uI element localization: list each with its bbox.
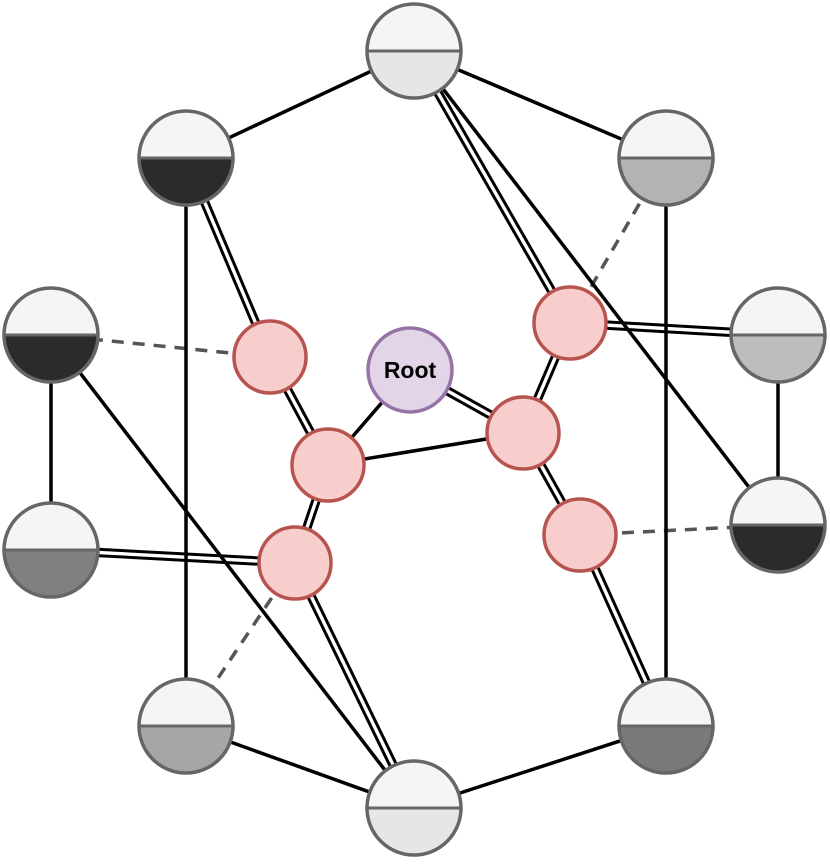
node-outline	[2, 286, 100, 384]
node-outline	[137, 109, 235, 207]
node-outline	[729, 476, 827, 574]
node-top-half	[139, 679, 233, 726]
node-bottom-half	[139, 158, 233, 205]
node-bottom-half	[731, 525, 825, 572]
node-outline	[729, 286, 827, 384]
node-top-half	[139, 111, 233, 158]
node-bottom-left[interactable]	[137, 677, 235, 775]
node-bottom-half	[619, 158, 713, 205]
node-i2[interactable]	[290, 427, 366, 503]
node-bottom-half	[4, 550, 98, 597]
node-top-half	[731, 478, 825, 525]
node-outline	[2, 501, 100, 599]
node-top-half	[4, 288, 98, 335]
node-top-half	[367, 4, 461, 51]
node-bottom-half	[367, 51, 461, 98]
node-i6[interactable]	[542, 497, 618, 573]
node-bottom-half	[367, 808, 461, 855]
node-top-half	[4, 503, 98, 550]
edge-i5-top	[409, 48, 575, 326]
node-bottom-half	[4, 335, 98, 382]
node-i1[interactable]	[232, 319, 308, 395]
node-upper-right[interactable]	[617, 109, 715, 207]
node-outline	[617, 677, 715, 775]
node-top-half	[619, 111, 713, 158]
node-mid-left[interactable]	[2, 286, 100, 384]
node-outline	[365, 2, 463, 100]
node-outline	[137, 677, 235, 775]
root-node[interactable]: Root	[366, 326, 454, 414]
node-bottom-half	[139, 726, 233, 773]
node-lower-left[interactable]	[2, 501, 100, 599]
node-top-half	[619, 679, 713, 726]
edge-mid-left-bottom	[49, 333, 416, 810]
node-lower-right[interactable]	[729, 476, 827, 574]
node-bottom[interactable]	[365, 759, 463, 857]
node-i5[interactable]	[532, 285, 608, 361]
edge-i1-mid-left	[50, 333, 271, 359]
root-circle[interactable]	[366, 326, 454, 414]
node-upper-left[interactable]	[137, 109, 235, 207]
edge-top-lower-right	[412, 49, 780, 527]
root-label: Root	[384, 357, 437, 383]
node-top-half	[731, 288, 825, 335]
node-outline	[617, 109, 715, 207]
node-mid-right[interactable]	[729, 286, 827, 384]
node-i3[interactable]	[257, 525, 333, 601]
node-top[interactable]	[365, 2, 463, 100]
node-top-half	[367, 761, 461, 808]
node-bottom-right[interactable]	[617, 677, 715, 775]
node-i4[interactable]	[485, 395, 561, 471]
node-outline	[365, 759, 463, 857]
node-bottom-half	[619, 726, 713, 773]
inner-nodes-layer	[232, 285, 618, 601]
node-bottom-half	[731, 335, 825, 382]
